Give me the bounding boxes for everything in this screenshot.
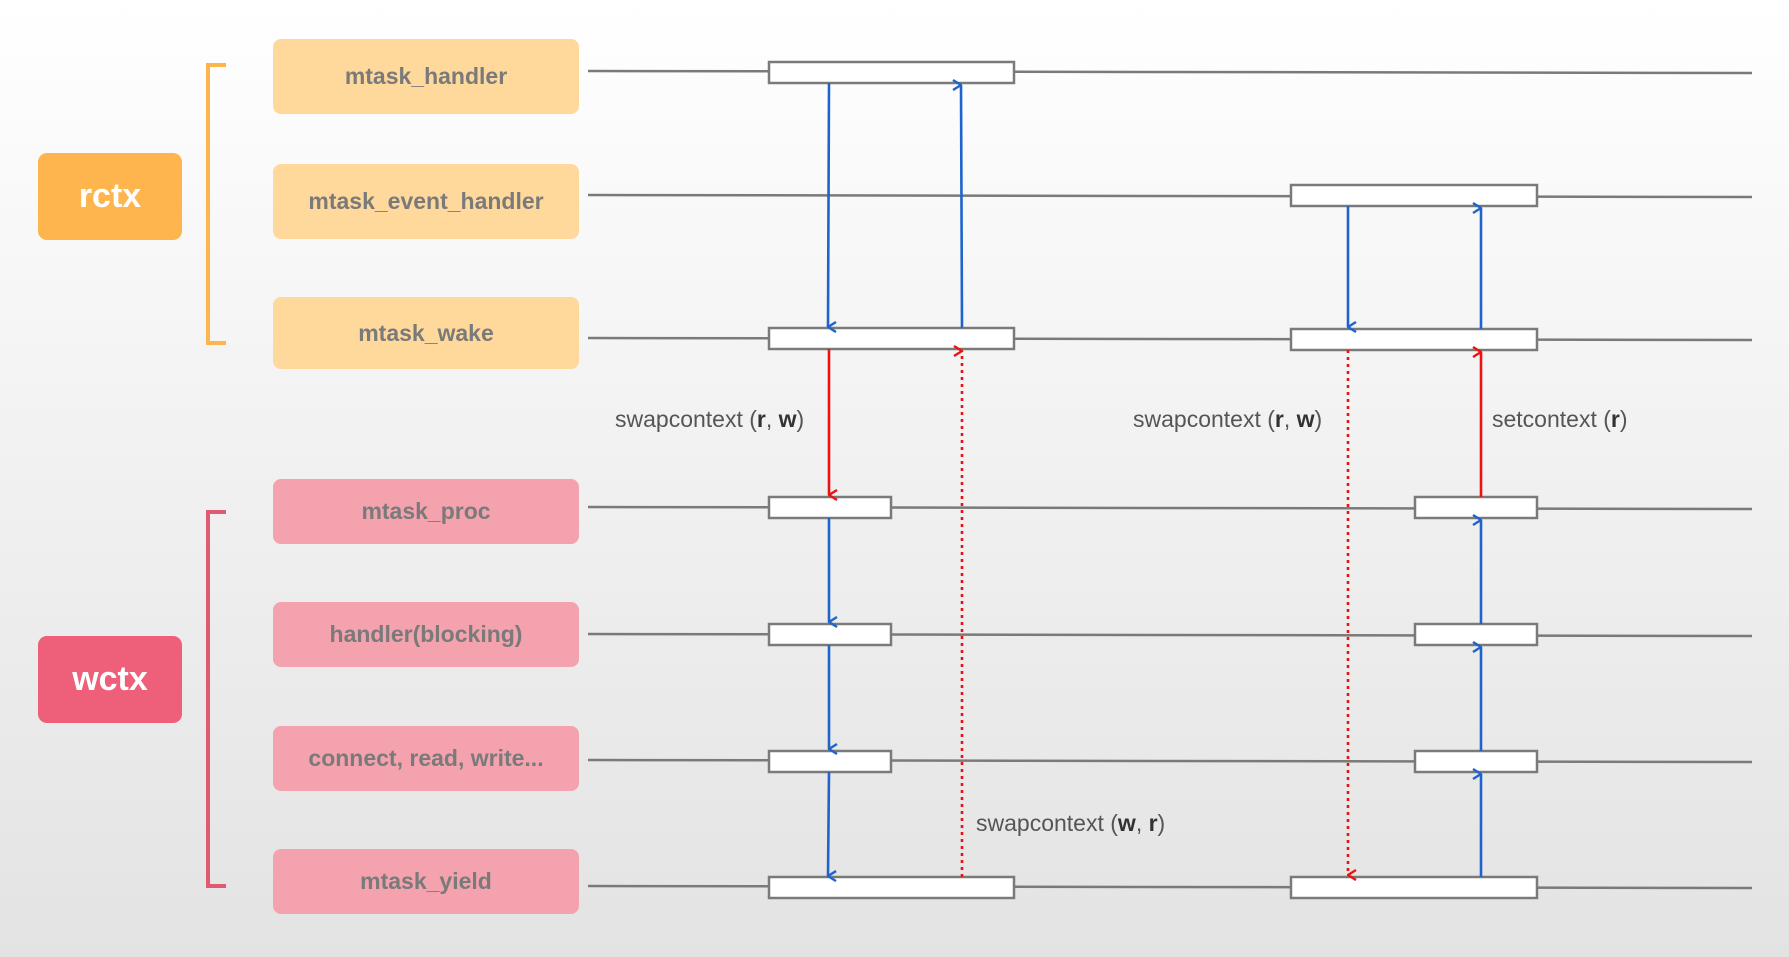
activation-box [767, 749, 893, 774]
call-arrow [826, 771, 829, 876]
timeline-mtask-yield [587, 884, 1753, 890]
wctx-bracket [206, 510, 226, 888]
activation-box [767, 875, 1016, 900]
annotation-swapcontext-r-w: swapcontext (r, w) [615, 406, 805, 432]
activation-box [1289, 875, 1539, 900]
group-label-rctx: rctx [38, 153, 182, 240]
activation-box [1289, 183, 1539, 208]
activation-box [767, 495, 893, 520]
timeline-mtask-handler [587, 69, 1753, 75]
function-label-mtask-proc: mtask_proc [273, 479, 579, 544]
activation-box [1289, 327, 1539, 352]
timeline-connect-read-write [587, 758, 1753, 764]
function-label-mtask-event-handler: mtask_event_handler [273, 164, 579, 239]
annotation-setcontext-r: setcontext (r) [1492, 406, 1628, 432]
activation-box [767, 326, 1016, 351]
activation-box [1413, 749, 1539, 774]
rctx-bracket [206, 63, 226, 345]
activation-box [1413, 622, 1539, 647]
activation-box [767, 622, 893, 647]
timeline-mtask-proc [587, 505, 1753, 511]
annotation-swapcontext-r-w: swapcontext (r, w) [1133, 406, 1323, 432]
annotation-swapcontext-w-r: swapcontext (w, r) [976, 810, 1166, 836]
group-label-wctx: wctx [38, 636, 182, 723]
function-label-mtask-yield: mtask_yield [273, 849, 579, 914]
activation-box [767, 60, 1016, 85]
call-arrow [826, 82, 829, 327]
activation-box [1413, 495, 1539, 520]
timeline-handler-blocking [587, 632, 1753, 638]
timeline-mtask-event-handler [587, 193, 1753, 199]
function-label-handler-blocking: handler(blocking) [273, 602, 579, 667]
function-label-connect-read-write: connect, read, write... [273, 726, 579, 791]
function-label-mtask-wake: mtask_wake [273, 297, 579, 369]
function-label-mtask-handler: mtask_handler [273, 39, 579, 114]
return-arrow [961, 85, 964, 329]
timeline-mtask-wake [587, 336, 1753, 342]
